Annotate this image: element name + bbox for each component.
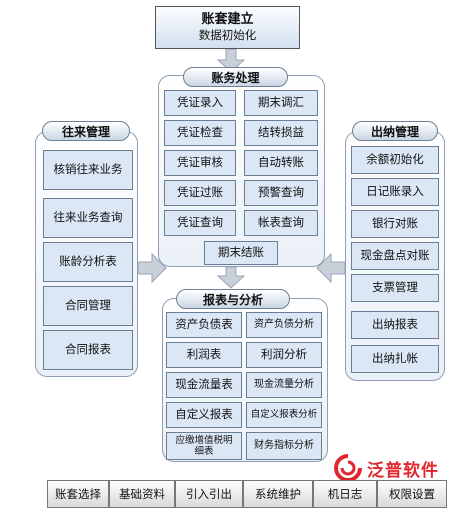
ar-item-contract[interactable]: 合同管理 — [43, 286, 133, 326]
report-vat-detail[interactable]: 应缴增值税明细表 — [166, 432, 242, 460]
analysis-balance-sheet[interactable]: 资产负债分析 — [246, 312, 322, 338]
report-balance-sheet[interactable]: 资产负债表 — [166, 312, 242, 338]
voucher-query[interactable]: 凭证查询 — [164, 210, 236, 236]
cashier-cash-count[interactable]: 现金盘点对账 — [351, 242, 439, 270]
carry-forward-pl[interactable]: 结转损益 — [244, 120, 318, 146]
bottom-system-maintenance[interactable]: 系统维护 — [243, 480, 313, 508]
brand-logo-icon — [334, 454, 362, 482]
ledger-query[interactable]: 帐表查询 — [244, 210, 318, 236]
bottom-basic-data[interactable]: 基础资料 — [109, 480, 175, 508]
voucher-audit[interactable]: 凭证审核 — [164, 150, 236, 176]
ar-title: 往来管理 — [42, 121, 130, 141]
account-setup-subtitle: 数据初始化 — [198, 28, 257, 43]
cashier-check-mgmt[interactable]: 支票管理 — [351, 274, 439, 302]
ar-item-query[interactable]: 往来业务查询 — [43, 198, 133, 238]
voucher-entry[interactable]: 凭证录入 — [164, 90, 236, 116]
analysis-cashflow[interactable]: 现金流量分析 — [246, 372, 322, 398]
reports-title: 报表与分析 — [176, 289, 290, 309]
arrow-down-middle — [216, 266, 246, 289]
accounting-title: 账务处理 — [183, 67, 288, 87]
report-custom[interactable]: 自定义报表 — [166, 402, 242, 428]
report-income[interactable]: 利润表 — [166, 342, 242, 368]
brand-name: 泛普软件 — [367, 460, 439, 481]
ar-item-contract-report[interactable]: 合同报表 — [43, 330, 133, 370]
report-cashflow[interactable]: 现金流量表 — [166, 372, 242, 398]
account-setup-title: 账套建立 — [201, 11, 254, 27]
cashier-journal-entry[interactable]: 日记账录入 — [351, 178, 439, 206]
cashier-opening-balance[interactable]: 余额初始化 — [351, 146, 439, 174]
cashier-report[interactable]: 出纳报表 — [351, 311, 439, 339]
bottom-account-select[interactable]: 账套选择 — [47, 480, 109, 508]
voucher-post[interactable]: 凭证过账 — [164, 180, 236, 206]
cashier-close[interactable]: 出纳扎帐 — [351, 345, 439, 373]
analysis-financial-indicators[interactable]: 财务指标分析 — [246, 432, 322, 460]
cashier-bank-reconcile[interactable]: 银行对账 — [351, 210, 439, 238]
ar-item-aging[interactable]: 账龄分析表 — [43, 242, 133, 282]
bottom-system-log[interactable]: 机日志 — [313, 480, 377, 508]
auto-transfer[interactable]: 自动转账 — [244, 150, 318, 176]
arrow-down-top — [216, 48, 246, 73]
account-setup-box[interactable]: 账套建立 数据初始化 — [155, 6, 300, 49]
alert-query[interactable]: 预警查询 — [244, 180, 318, 206]
cashier-title: 出纳管理 — [352, 121, 438, 141]
period-close[interactable]: 期末结账 — [204, 241, 278, 265]
analysis-income[interactable]: 利润分析 — [246, 342, 322, 368]
ar-item-writeoff[interactable]: 核销往来业务 — [43, 150, 133, 190]
bottom-permission-settings[interactable]: 权限设置 — [377, 480, 447, 508]
arrow-left-from-cashier — [316, 252, 346, 284]
brand-watermark: 泛普软件 — [333, 452, 453, 484]
period-exchange-adjust[interactable]: 期末调汇 — [244, 90, 318, 116]
analysis-custom[interactable]: 自定义报表分析 — [246, 402, 322, 428]
voucher-check[interactable]: 凭证检查 — [164, 120, 236, 146]
bottom-import-export[interactable]: 引入引出 — [175, 480, 243, 508]
